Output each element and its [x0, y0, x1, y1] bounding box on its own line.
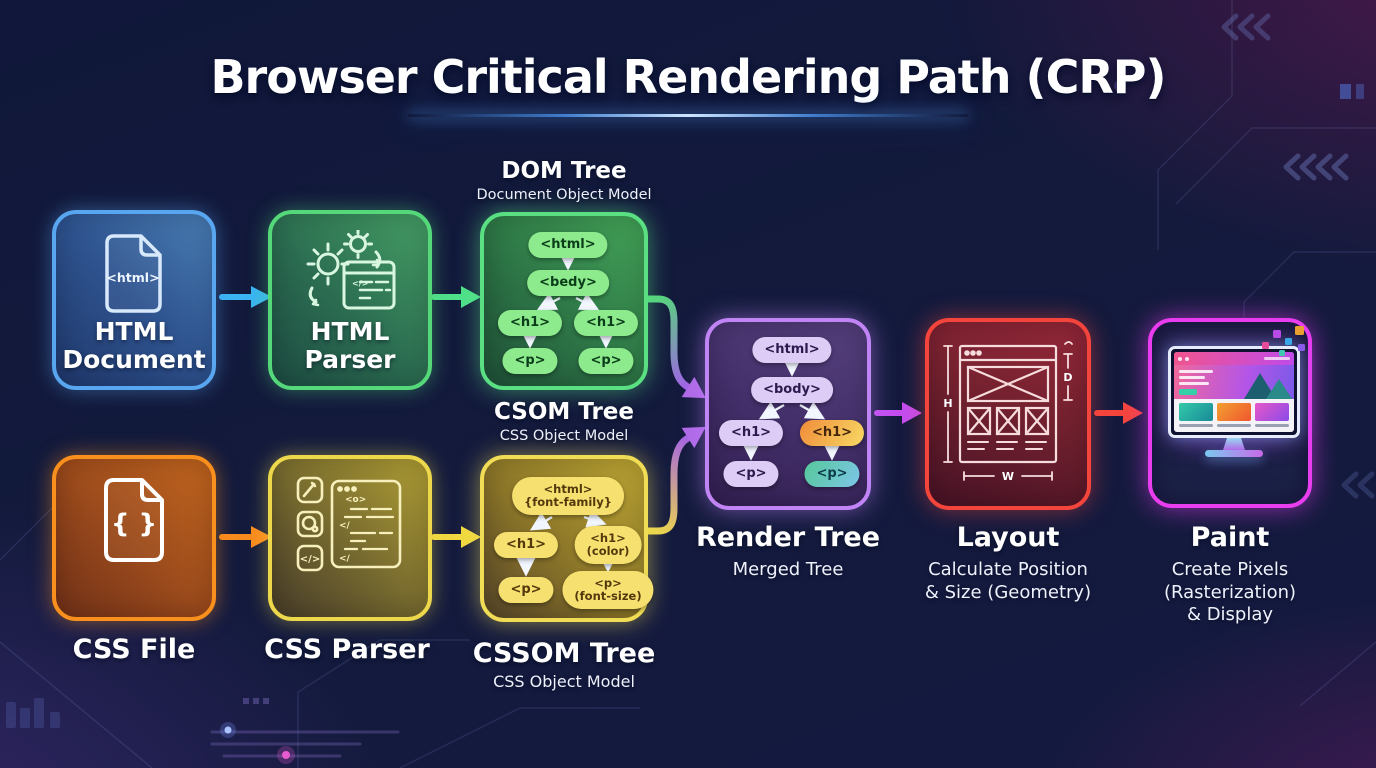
paint-subtitle-2: (Rasterization) [1163, 581, 1297, 603]
page-title: Browser Critical Rendering Path (CRP) [210, 50, 1166, 104]
csom-caption: CSOM Tree CSS Object Model [449, 399, 679, 444]
cssom-subtitle: CSS Object Model [493, 672, 635, 691]
paint-card [1148, 318, 1312, 508]
tree-node: <p> [498, 577, 554, 603]
cssom-caption: CSSOM Tree CSS Object Model [449, 638, 679, 691]
render-tree-title: Render Tree [695, 522, 881, 553]
csom-title: CSOM Tree [493, 399, 635, 425]
svg-text:D: D [1063, 371, 1072, 384]
pixel-square [1285, 338, 1292, 345]
pixel-square [1298, 344, 1305, 351]
html-file-icon: <html> [105, 234, 162, 313]
cssom-title: CSSOM Tree [472, 638, 656, 669]
css-parser-icon: </> <o> </ </ [296, 476, 402, 572]
cssom-tree-card: <html> {font-family} <h1> <h1> (color) <… [480, 455, 654, 622]
tree-node: <h1> [799, 420, 865, 446]
svg-text:</>: </> [300, 554, 320, 565]
paint-subtitle-1: Create Pixels [1171, 559, 1289, 580]
pixel-square [1295, 326, 1304, 335]
tree-node: <p> (font-size) [562, 571, 654, 609]
svg-text:</: </ [339, 554, 351, 564]
svg-text:</>: </> [352, 279, 368, 288]
css-parser-card: </> <o> </ </ [268, 455, 432, 621]
tree-node: <h1> [497, 310, 563, 336]
paint-title: Paint [1190, 522, 1270, 553]
svg-text:<o>: <o> [345, 495, 366, 505]
paint-subtitle-3: & Display [1186, 604, 1274, 625]
tree-node: <p> [502, 348, 558, 374]
pixel-square [1262, 342, 1269, 349]
dom-tree-caption: DOM Tree Document Object Model [449, 158, 679, 203]
dom-tree-title: DOM Tree [501, 158, 627, 184]
render-tree-subtitle: Merged Tree [732, 559, 844, 580]
gears-code-icon: </> [306, 230, 396, 310]
svg-text:{ }: { } [111, 509, 157, 539]
render-tree-card: <html> <body> <h1> <h1> <p> <p> [705, 318, 871, 510]
layout-subtitle-1: Calculate Position [928, 559, 1088, 580]
css-file-card: { } [52, 455, 216, 621]
html-parser-label: HTML Parser [304, 317, 396, 374]
tree-node: <h1> [493, 532, 559, 558]
html-document-label: HTML Document [62, 317, 206, 374]
html-parser-card: </> HTML Parser [268, 210, 432, 390]
layout-card: H W D [925, 318, 1091, 510]
tree-node: <p> [578, 348, 634, 374]
css-parser-label: CSS Parser [264, 634, 430, 665]
tree-node: <html> [752, 337, 832, 363]
svg-text:</: </ [339, 521, 351, 531]
pixel-square [1279, 350, 1285, 356]
render-tree-caption: Render Tree Merged Tree [678, 522, 898, 582]
tree-node: <bedy> [527, 270, 609, 296]
monitor-icon [1166, 346, 1302, 457]
csom-subtitle: CSS Object Model [499, 428, 629, 444]
tree-node: <h1> [718, 420, 784, 446]
layout-wireframe-icon: H W D [943, 341, 1073, 483]
tree-node: <html> {font-family} [512, 477, 624, 515]
dom-tree-card: <html> <bedy> <h1> <h1> <p> <p> [480, 212, 648, 390]
tree-node: <p> [723, 461, 779, 487]
css-file-label: CSS File [72, 634, 196, 665]
dom-tree-subtitle: Document Object Model [476, 187, 652, 203]
layout-caption: Layout Calculate Position & Size (Geomet… [898, 522, 1118, 604]
tree-node: <body> [751, 377, 833, 403]
svg-text:H: H [943, 397, 952, 410]
tree-node: <h1> (color) [574, 526, 642, 564]
css-file-icon: { } [104, 478, 164, 562]
layout-title: Layout [956, 522, 1060, 553]
html-document-card: <html> HTML Document [52, 210, 216, 390]
tree-node: <h1> [573, 310, 639, 336]
pixel-square [1273, 330, 1281, 338]
tree-node: <p> [804, 461, 860, 487]
layout-subtitle-2: & Size (Geometry) [924, 581, 1092, 603]
chevrons-icon [1221, 13, 1375, 499]
svg-text:W: W [1002, 470, 1014, 483]
svg-text:<html>: <html> [106, 270, 159, 285]
tree-node: <html> [528, 232, 608, 258]
paint-caption: Paint Create Pixels (Rasterization) & Di… [1120, 522, 1340, 627]
title-underline [408, 114, 968, 117]
